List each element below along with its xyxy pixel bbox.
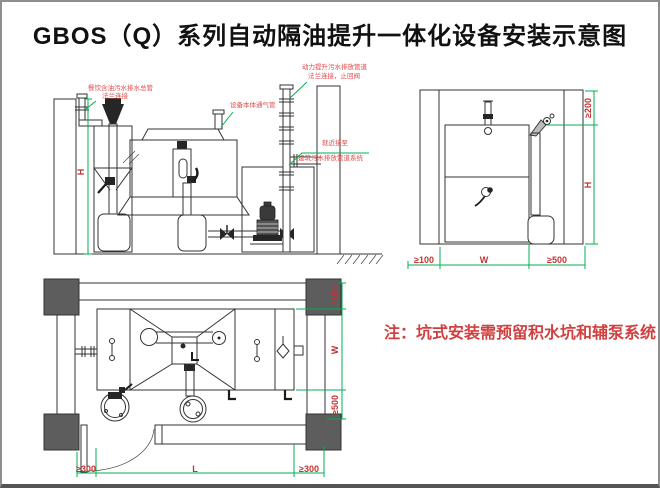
- column-bottom-right: [305, 413, 342, 451]
- elevation-left-wall: [53, 98, 77, 255]
- side-vertical-dims: [547, 90, 598, 245]
- collection-bucket-1: [97, 213, 131, 252]
- page-title: GBOS（Q）系列自动隔油提升一体化设备安装示意图: [32, 23, 628, 50]
- side-width-label: W: [479, 255, 489, 265]
- connection-label-line2: 建筑污水排放管道系统: [298, 155, 363, 162]
- side-right-clearance-label: ≥500: [547, 255, 567, 265]
- side-tank: [444, 124, 530, 243]
- elevation-view: [53, 84, 384, 265]
- side-height-label: H: [583, 181, 593, 189]
- annotation-leaders: [85, 81, 369, 166]
- inlet-pipe: [75, 93, 103, 127]
- plan-top-wall: [78, 282, 307, 301]
- plan-bottom-dims: [76, 444, 325, 477]
- elevation-height-dim: [84, 98, 92, 255]
- inlet-funnel-assembly: [93, 98, 140, 253]
- column-top-left: [43, 278, 80, 316]
- lifting-pump: [208, 201, 294, 245]
- discharge-pipe-label-line2: 法兰连接，止回阀: [308, 73, 360, 80]
- column-bottom-left: [43, 413, 80, 451]
- plan-length-label: L: [192, 464, 198, 474]
- side-inlet-pipe: [483, 100, 493, 135]
- lifting-tank: [241, 166, 315, 253]
- vent-pipe-label: 设备本体通气管: [230, 102, 276, 109]
- plan-right-wall: [306, 314, 326, 415]
- side-right-wall: [563, 89, 584, 245]
- plan-top-clearance-label: ≥100: [330, 286, 340, 306]
- plan-bottom-wall: [161, 424, 307, 445]
- side-discharge-riser: [527, 113, 555, 245]
- plan-front-clearance-label: ≥500: [330, 395, 340, 415]
- plan-equipment: [75, 308, 304, 397]
- installation-note: 注：坑式安装需预留积水坑和辅泵系统: [384, 325, 657, 342]
- discharge-pipe-label-line1: 动力提升污水排放管道: [302, 64, 367, 71]
- central-tank: [117, 109, 250, 252]
- plan-width-label: W: [330, 345, 340, 355]
- manhole-2: [179, 395, 207, 423]
- plan-inlet-stub: [75, 346, 97, 357]
- plan-valve-1: [227, 390, 236, 401]
- wall-sleeve: [290, 154, 321, 167]
- side-top-clearance-label: ≥200: [583, 98, 593, 118]
- side-view: [419, 89, 584, 245]
- vent-pipe: [214, 113, 223, 130]
- inlet-pipe-label-line1: 餐饮含油污水排水总管: [88, 85, 153, 92]
- plan-valve-2: [283, 390, 292, 401]
- side-left-wall: [419, 89, 440, 245]
- inlet-pipe-label-line2: 法兰连接: [102, 93, 128, 100]
- plan-right-dims: [296, 282, 346, 420]
- side-left-clearance-label: ≥100: [414, 255, 434, 265]
- elevation-height-dim-label: H: [76, 168, 86, 176]
- side-bottom-dims: [407, 244, 586, 269]
- discharge-pipe: [279, 84, 321, 253]
- dimension-lines: [76, 81, 598, 477]
- door: [80, 424, 163, 473]
- manhole-1: [100, 383, 133, 422]
- side-float-valve: [474, 187, 493, 207]
- connection-label-line1: 就近接至: [322, 140, 348, 147]
- plan-right-clearance-label: ≥300: [299, 464, 319, 474]
- plan-view: [43, 278, 342, 473]
- elevation-right-wall: [316, 85, 341, 255]
- plan-left-wall: [56, 314, 76, 415]
- ground-hatch: [336, 254, 384, 265]
- side-pump-tank: [527, 215, 555, 245]
- collection-bucket-2: [177, 214, 207, 252]
- vent-pipe-cap: [212, 109, 225, 115]
- plan-left-clearance-label: ≥300: [76, 464, 96, 474]
